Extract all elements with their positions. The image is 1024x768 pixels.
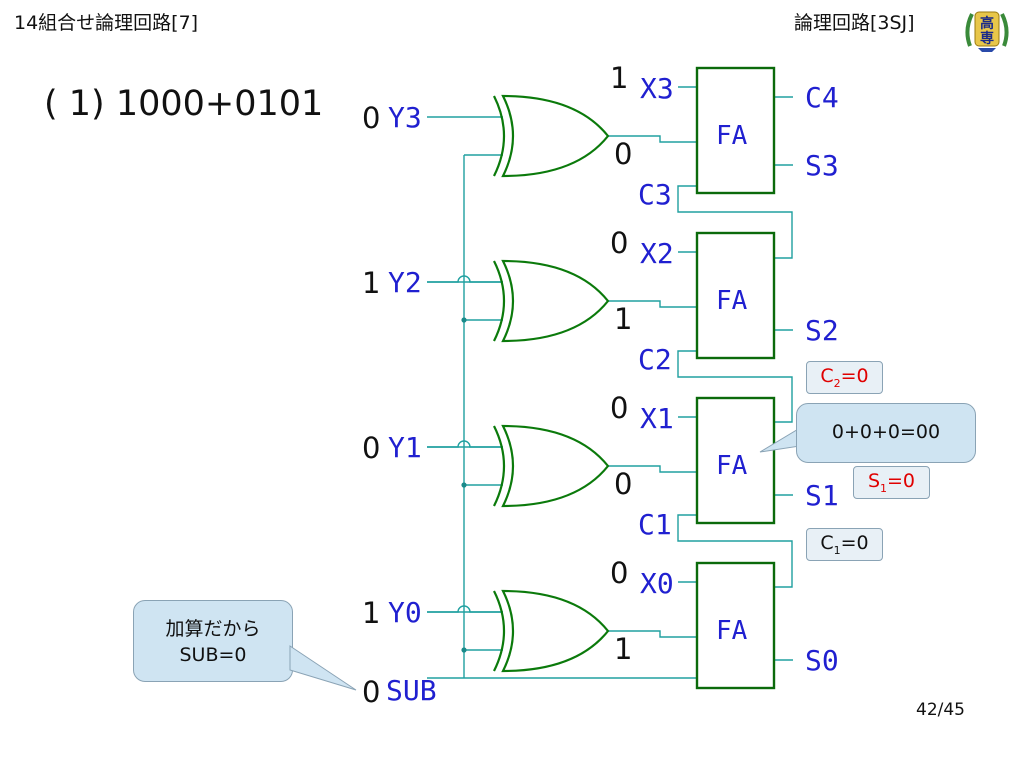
- y-input-value: 1: [362, 266, 380, 300]
- sum-note-text: 0+0+0=00: [831, 421, 941, 443]
- sum-label: S1: [805, 479, 839, 512]
- y-input-label: Y1: [388, 431, 422, 464]
- xor-gate-0: [501, 589, 610, 673]
- c2-rest: =0: [840, 365, 869, 387]
- xor-output-wire: [608, 300, 697, 308]
- sum-label: S2: [805, 314, 839, 347]
- sub-note-line1: 加算だから: [165, 618, 261, 640]
- x-input-label: X1: [640, 402, 674, 435]
- sum-label: S3: [805, 149, 839, 182]
- junction-dot: [461, 317, 467, 323]
- y-input-value: 0: [362, 431, 380, 465]
- carry-label: C2: [638, 343, 672, 376]
- full-adder-1: [695, 396, 776, 525]
- carry-wire-c2: [677, 350, 793, 423]
- y-input-label: Y3: [388, 101, 422, 134]
- y-input-wire-crossover: [427, 275, 503, 283]
- x-input-label: X3: [640, 72, 674, 105]
- y-input-label: Y2: [388, 266, 422, 299]
- sum-note-bubble: 0+0+0=00: [796, 403, 976, 463]
- y-input-wire-crossover: [427, 440, 503, 448]
- s1-sub: 1: [880, 481, 888, 495]
- c1-rest: =0: [840, 532, 869, 554]
- xor-output-wire: [608, 465, 697, 473]
- junction-dot: [461, 482, 467, 488]
- sub-note-pointer: [289, 645, 357, 691]
- xor-extra-curve: [493, 95, 506, 177]
- sub-label: SUB: [386, 674, 437, 707]
- x-input-label: X0: [640, 567, 674, 600]
- sub-note-line2: SUB=0: [179, 644, 247, 666]
- y-input-wire-crossover: [427, 605, 503, 613]
- x-input-value: 0: [610, 556, 628, 590]
- xor-extra-curve: [493, 590, 506, 672]
- c2-result-tag: C2=0: [806, 361, 883, 394]
- course-title: 論理回路[3SJ]: [794, 12, 915, 34]
- carry-wire-c1: [677, 514, 793, 588]
- s1-result-tag: S1=0: [853, 466, 930, 499]
- xor-output-value: 1: [614, 632, 632, 666]
- xor-gate-2: [501, 259, 610, 343]
- x-input-value: 0: [610, 391, 628, 425]
- x-input-value: 0: [610, 226, 628, 260]
- slide-section-title: 14組合せ論理回路[7]: [14, 12, 199, 34]
- y-input-label: Y0: [388, 596, 422, 629]
- full-adder-2: [695, 231, 776, 360]
- xor-extra-curve: [493, 425, 506, 507]
- school-logo: 高 専: [965, 11, 1009, 52]
- full-adder-3: [695, 66, 776, 195]
- c2-sub: 2: [833, 376, 841, 390]
- sub-note-bubble: 加算だから SUB=0: [133, 600, 293, 682]
- s1-letter: S: [867, 470, 881, 492]
- junction-dot: [461, 647, 467, 653]
- x-input-label: X2: [640, 237, 674, 270]
- c2-letter: C: [820, 365, 834, 387]
- xor-gate-3: [501, 94, 610, 178]
- c1-letter: C: [820, 532, 834, 554]
- xor-gate-1: [501, 424, 610, 508]
- x-input-value: 1: [610, 61, 628, 95]
- c1-result-tag: C1=0: [806, 528, 883, 561]
- c4-label: C4: [805, 81, 839, 114]
- c1-sub: 1: [833, 543, 841, 557]
- sum-label: S0: [805, 644, 839, 677]
- carry-wire-c3: [677, 185, 793, 259]
- full-adder-label: FA: [716, 451, 748, 481]
- y-input-value: 1: [362, 596, 380, 630]
- full-adder-label: FA: [716, 616, 748, 646]
- full-adder-label: FA: [716, 121, 748, 151]
- full-adder-0: [695, 561, 776, 690]
- sub-value: 0: [362, 675, 380, 709]
- xor-output-wire: [608, 630, 697, 638]
- svg-text:高: 高: [980, 15, 994, 32]
- xor-output-value: 0: [614, 137, 632, 171]
- sum-note-pointer: [759, 427, 801, 453]
- xor-output-value: 1: [614, 302, 632, 336]
- xor-output-value: 0: [614, 467, 632, 501]
- xor-extra-curve: [493, 260, 506, 342]
- svg-text:専: 専: [980, 30, 994, 47]
- problem-expression: ( 1) 1000+0101: [44, 84, 324, 124]
- y-input-value: 0: [362, 101, 380, 135]
- carry-label: C3: [638, 178, 672, 211]
- s1-rest: =0: [887, 470, 916, 492]
- full-adder-label: FA: [716, 286, 748, 316]
- xor-output-wire: [608, 135, 697, 143]
- carry-label: C1: [638, 508, 672, 541]
- page-number: 42/45: [916, 700, 965, 720]
